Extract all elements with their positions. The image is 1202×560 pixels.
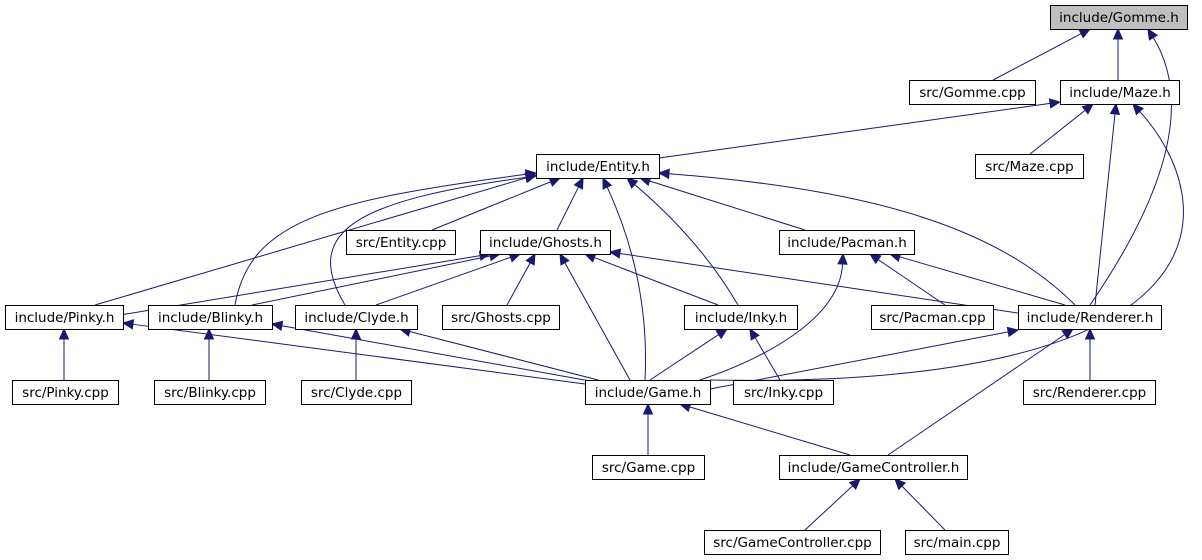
node-ghosts-cpp-label: src/Ghosts.cpp xyxy=(451,310,551,326)
node-pacman-cpp[interactable]: src/Pacman.cpp xyxy=(871,305,994,330)
edge-game-h-to-gamecontroller-h xyxy=(678,401,851,456)
node-ghosts-cpp[interactable]: src/Ghosts.cpp xyxy=(442,305,560,330)
node-gamecontroller-h[interactable]: include/GameController.h xyxy=(779,455,968,480)
edge-ghosts-h-to-blinky-h xyxy=(251,250,502,306)
edge-entity-h-to-inky-h xyxy=(626,177,739,306)
node-inky-h[interactable]: include/Inky.h xyxy=(684,305,798,330)
edge-pinky-h-to-pinky-cpp xyxy=(58,327,70,380)
node-renderer-cpp[interactable]: src/Renderer.cpp xyxy=(1023,380,1156,405)
node-renderer-h[interactable]: include/Renderer.h xyxy=(1018,305,1162,330)
node-entity-cpp[interactable]: src/Entity.cpp xyxy=(346,230,456,255)
node-ghosts-h-label: include/Ghosts.h xyxy=(489,235,602,251)
edge-gamecontroller-h-to-main-cpp xyxy=(894,478,946,531)
node-gomme-h-label: include/Gomme.h xyxy=(1059,10,1179,26)
node-clyde-cpp[interactable]: src/Clyde.cpp xyxy=(301,380,412,405)
edge-gamecontroller-h-to-gamecontroller-cpp xyxy=(804,478,861,531)
edge-renderer-h-to-game-h xyxy=(709,326,1020,390)
edge-pacman-h-to-game-h xyxy=(699,252,848,381)
edge-entity-h-to-entity-cpp xyxy=(431,177,562,231)
edge-blinky-h-to-blinky-cpp xyxy=(203,327,215,380)
node-clyde-h-label: include/Clyde.h xyxy=(304,310,408,326)
edge-clyde-h-to-game-h xyxy=(398,326,599,381)
node-maze-h[interactable]: include/Maze.h xyxy=(1060,80,1180,105)
edge-ghosts-h-to-game-h xyxy=(559,252,631,381)
node-gomme-h[interactable]: include/Gomme.h xyxy=(1050,5,1188,30)
edge-entity-h-to-renderer-h xyxy=(657,168,1076,306)
edge-maze-h-to-game-h xyxy=(709,103,1184,381)
node-gamecontroller-h-label: include/GameController.h xyxy=(788,460,960,476)
edge-pacman-h-to-renderer-h xyxy=(888,251,1066,306)
node-blinky-cpp-label: src/Blinky.cpp xyxy=(164,385,256,401)
edge-maze-h-to-renderer-h xyxy=(1094,102,1121,306)
edge-maze-h-to-maze-cpp xyxy=(1029,103,1094,155)
edge-pacman-h-to-pacman-cpp xyxy=(868,253,946,306)
edge-gomme-h-to-renderer-h xyxy=(1089,27,1172,306)
node-pinky-cpp-label: src/Pinky.cpp xyxy=(22,385,109,401)
edge-clyde-h-to-clyde-cpp xyxy=(350,327,362,380)
node-maze-h-label: include/Maze.h xyxy=(1069,85,1171,101)
edge-inky-h-to-inky-cpp xyxy=(749,327,781,381)
node-renderer-h-label: include/Renderer.h xyxy=(1027,310,1154,326)
edge-entity-h-to-game-h xyxy=(602,176,646,381)
node-entity-h[interactable]: include/Entity.h xyxy=(536,154,660,179)
node-ghosts-h[interactable]: include/Ghosts.h xyxy=(480,230,611,255)
node-game-cpp-label: src/Game.cpp xyxy=(602,460,695,476)
node-game-cpp[interactable]: src/Game.cpp xyxy=(592,455,705,480)
node-game-h-label: include/Game.h xyxy=(595,385,702,401)
node-inky-cpp-label: src/Inky.cpp xyxy=(744,385,823,401)
edge-maze-h-to-entity-h xyxy=(658,98,1062,159)
edge-ghosts-h-to-renderer-h xyxy=(608,248,1019,314)
edge-game-h-to-game-cpp xyxy=(642,402,654,455)
edge-gomme-h-to-maze-h xyxy=(1112,27,1124,80)
node-maze-cpp-label: src/Maze.cpp xyxy=(985,159,1073,175)
edge-gomme-h-to-gomme-cpp xyxy=(992,28,1092,81)
edge-entity-h-to-ghosts-h xyxy=(556,176,584,231)
edge-ghosts-h-to-ghosts-cpp xyxy=(506,252,536,306)
node-pacman-cpp-label: src/Pacman.cpp xyxy=(879,310,985,326)
node-gamecontroller-cpp[interactable]: src/GameController.cpp xyxy=(704,530,881,555)
nodes-layer: include/Gomme.h src/Gomme.cpp include/Ma… xyxy=(5,5,1188,555)
node-inky-cpp[interactable]: src/Inky.cpp xyxy=(733,380,834,405)
edge-blinky-h-to-game-h xyxy=(270,320,591,382)
edge-ghosts-h-to-inky-h xyxy=(583,252,719,306)
node-main-cpp-label: src/main.cpp xyxy=(914,535,1001,551)
node-blinky-h-label: include/Blinky.h xyxy=(158,310,263,326)
edge-entity-h-to-pacman-h xyxy=(638,176,806,231)
node-renderer-cpp-label: src/Renderer.cpp xyxy=(1033,385,1147,401)
node-gamecontroller-cpp-label: src/GameController.cpp xyxy=(713,535,871,551)
node-pacman-h[interactable]: include/Pacman.h xyxy=(779,230,915,255)
node-gomme-cpp-label: src/Gomme.cpp xyxy=(919,85,1025,101)
node-blinky-cpp[interactable]: src/Blinky.cpp xyxy=(154,380,266,405)
node-pinky-h[interactable]: include/Pinky.h xyxy=(5,305,124,330)
node-entity-cpp-label: src/Entity.cpp xyxy=(356,235,447,251)
edge-renderer-h-to-renderer-cpp xyxy=(1084,327,1096,380)
node-pinky-h-label: include/Pinky.h xyxy=(15,310,115,326)
node-maze-cpp[interactable]: src/Maze.cpp xyxy=(975,154,1084,179)
edge-entity-h-to-pinky-h xyxy=(94,172,538,306)
node-blinky-h[interactable]: include/Blinky.h xyxy=(148,305,273,330)
edge-inky-h-to-game-h xyxy=(649,328,729,381)
node-pacman-h-label: include/Pacman.h xyxy=(787,235,907,251)
node-inky-h-label: include/Inky.h xyxy=(695,310,787,326)
node-main-cpp[interactable]: src/main.cpp xyxy=(905,530,1009,555)
node-clyde-h[interactable]: include/Clyde.h xyxy=(295,305,418,330)
node-game-h[interactable]: include/Game.h xyxy=(585,380,711,405)
node-clyde-cpp-label: src/Clyde.cpp xyxy=(311,385,402,401)
node-gomme-cpp[interactable]: src/Gomme.cpp xyxy=(909,80,1036,105)
edge-entity-h-to-clyde-h xyxy=(330,172,538,306)
node-entity-h-label: include/Entity.h xyxy=(546,159,650,175)
node-pinky-cpp[interactable]: src/Pinky.cpp xyxy=(12,380,119,405)
